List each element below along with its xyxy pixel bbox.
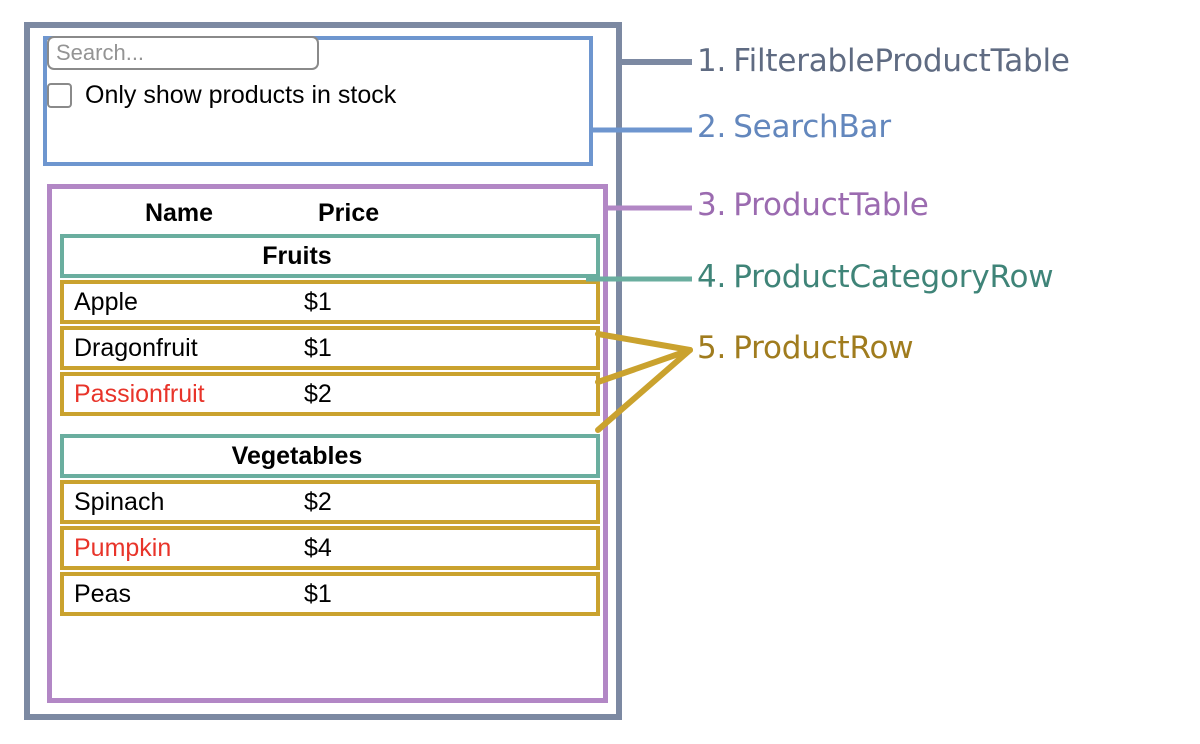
legend-text: FilterableProductTable bbox=[733, 43, 1070, 79]
legend-text: ProductRow bbox=[733, 330, 914, 366]
table-header-row: Name Price bbox=[60, 192, 600, 234]
product-name: Peas bbox=[74, 579, 131, 608]
product-category-row: Vegetables bbox=[60, 434, 600, 478]
legend-item-filterable-product-table: 1.FilterableProductTable bbox=[697, 46, 1070, 77]
legend-number: 1. bbox=[697, 43, 727, 79]
in-stock-checkbox-label: Only show products in stock bbox=[85, 81, 397, 109]
legend-number: 2. bbox=[697, 109, 727, 145]
product-category-label: Vegetables bbox=[231, 441, 363, 470]
category-spacer bbox=[60, 416, 600, 434]
legend-item-product-category-row: 4.ProductCategoryRow bbox=[697, 259, 1054, 295]
product-row: Peas $1 bbox=[60, 572, 600, 616]
legend-number: 4. bbox=[697, 259, 727, 295]
product-table: Name Price Fruits Apple $1 Dragonfruit $… bbox=[60, 192, 600, 616]
product-name: Dragonfruit bbox=[74, 333, 198, 362]
product-name: Passionfruit bbox=[74, 379, 205, 408]
column-header-price: Price bbox=[318, 198, 380, 227]
legend-text: ProductTable bbox=[733, 187, 929, 223]
legend-item-search-bar: 2.SearchBar bbox=[697, 112, 891, 143]
product-row: Dragonfruit $1 bbox=[60, 326, 600, 370]
search-input[interactable] bbox=[47, 36, 319, 70]
product-price: $2 bbox=[304, 379, 332, 408]
product-row: Apple $1 bbox=[60, 280, 600, 324]
in-stock-checkbox[interactable] bbox=[47, 83, 72, 108]
legend-number: 3. bbox=[697, 187, 727, 223]
product-price: $1 bbox=[304, 579, 332, 608]
product-price: $1 bbox=[304, 287, 332, 316]
product-category-row: Fruits bbox=[60, 234, 600, 278]
legend-item-product-row: 5.ProductRow bbox=[697, 330, 914, 366]
product-price: $2 bbox=[304, 487, 332, 516]
product-price: $1 bbox=[304, 333, 332, 362]
product-row: Spinach $2 bbox=[60, 480, 600, 524]
column-header-name: Name bbox=[144, 198, 214, 227]
product-name: Spinach bbox=[74, 487, 165, 516]
in-stock-filter-row[interactable]: Only show products in stock bbox=[47, 82, 396, 109]
product-name: Apple bbox=[74, 287, 138, 316]
legend-text: SearchBar bbox=[733, 109, 891, 145]
product-row: Passionfruit $2 bbox=[60, 372, 600, 416]
legend-text: ProductCategoryRow bbox=[733, 259, 1054, 295]
product-row: Pumpkin $4 bbox=[60, 526, 600, 570]
legend-number: 5. bbox=[697, 330, 727, 366]
product-price: $4 bbox=[304, 533, 332, 562]
product-name: Pumpkin bbox=[74, 533, 172, 562]
legend-item-product-table: 3.ProductTable bbox=[697, 190, 929, 221]
product-category-label: Fruits bbox=[262, 241, 332, 270]
